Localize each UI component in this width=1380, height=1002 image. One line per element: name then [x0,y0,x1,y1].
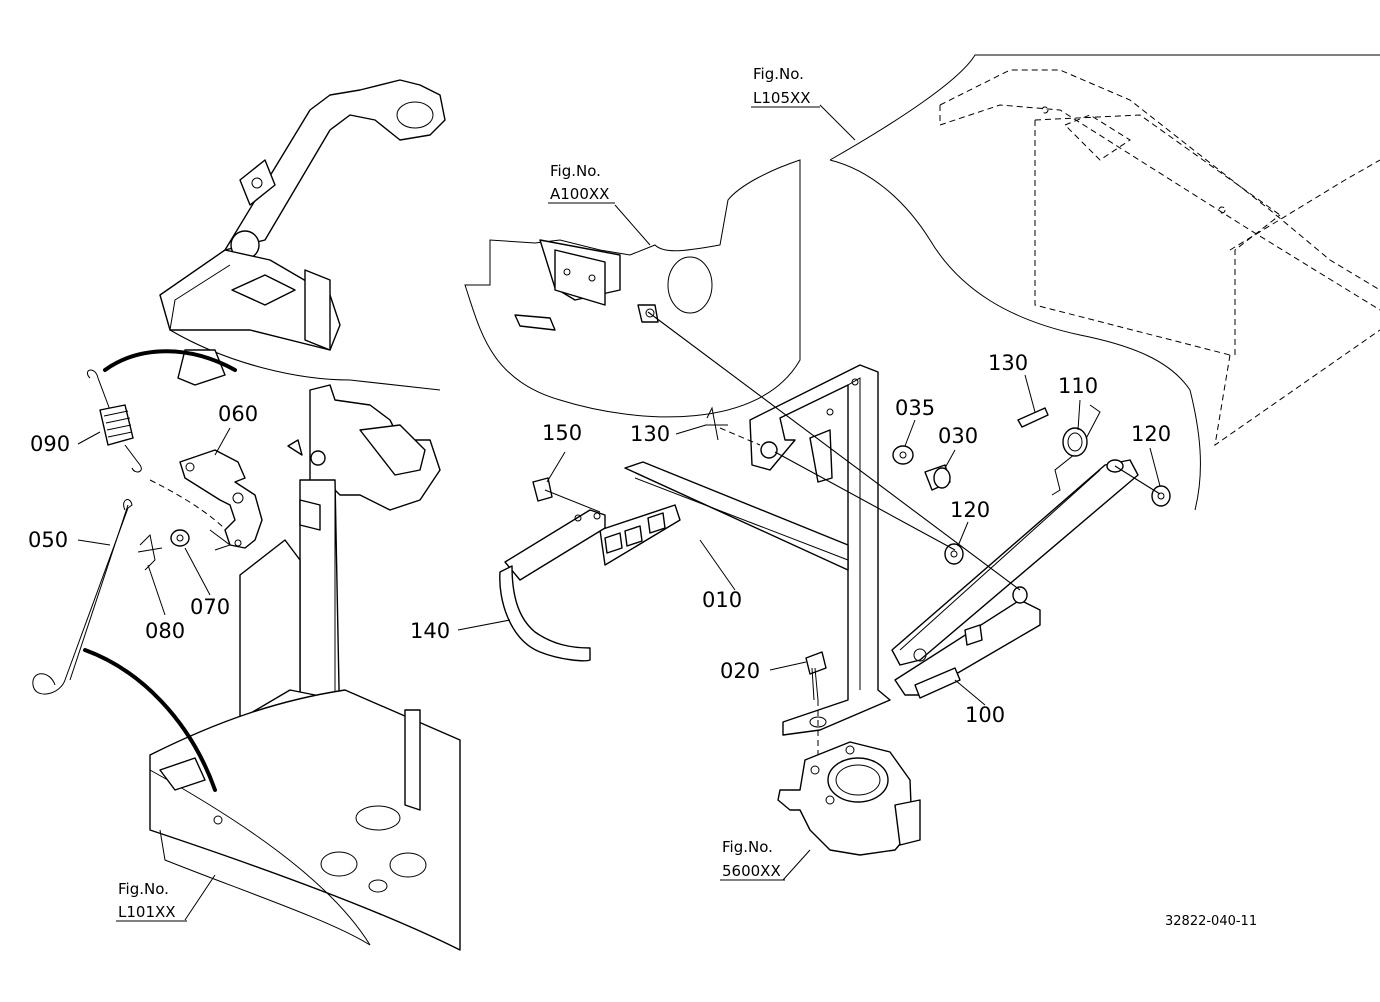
part-100-lever-arm [891,459,1139,699]
part-010-bracket [599,364,891,736]
label-050: 050 [28,528,68,552]
part-020-bolt [805,651,827,760]
label-110: 110 [1058,374,1098,398]
fig-ref-l101-line2: L101XX [118,903,176,921]
body-panel-outline [829,54,1380,511]
part-150-bolt [532,477,601,513]
fig-ref-l101-line1: Fig.No. [118,880,169,898]
fig-ref-l105-line1: Fig.No. [753,65,804,83]
part-030-bolt [924,464,951,491]
label-120-lower: 120 [950,498,990,522]
label-020: 020 [720,659,760,683]
label-100: 100 [965,703,1005,727]
label-060: 060 [218,402,258,426]
figure-ref-l105: Fig.No. L105XX [751,65,820,108]
left-frame-structure [149,79,461,951]
part-120-washer-lower [944,543,964,565]
label-140: 140 [410,619,450,643]
figure-ref-5600: Fig.No. 5600XX [720,838,785,881]
label-080: 080 [145,619,185,643]
fig-ref-a100-line1: Fig.No. [550,162,601,180]
label-090: 090 [30,432,70,456]
label-010: 010 [702,588,742,612]
leader-lines [77,104,1161,921]
fig-ref-l105-line2: L105XX [753,89,811,107]
part-070-washer [170,529,190,547]
fig-ref-5600-line1: Fig.No. [722,838,773,856]
fig-ref-5600-line2: 5600XX [722,862,781,880]
part-080-clip [137,533,163,571]
label-150: 150 [542,421,582,445]
label-030: 030 [938,424,978,448]
part-130-clip-left [705,406,761,446]
alignment-lines [647,311,1161,591]
part-130-clip-right [1017,407,1049,428]
part-110-spring [1051,404,1101,496]
frame-panel-a100 [464,159,801,418]
drawing-code: 32822-040-11 [1165,914,1257,929]
part-050-rod [32,499,133,695]
fig-ref-a100-line2: A100XX [550,185,609,203]
label-130-right: 130 [988,351,1028,375]
part-140-rod [499,509,606,662]
figure-ref-l101: Fig.No. L101XX [116,880,187,922]
label-120-upper: 120 [1131,422,1171,446]
part-035-washer [892,445,914,465]
part-060-lever [179,449,263,549]
label-035: 035 [895,396,935,420]
part-labels: 090 060 050 080 070 150 130 035 030 130 … [28,351,1171,727]
label-130-left: 130 [630,422,670,446]
label-070: 070 [190,595,230,619]
figure-ref-a100: Fig.No. A100XX [548,162,615,204]
housing-5600 [777,741,921,856]
part-090-spring [86,369,142,473]
part-120-washer-upper [1151,485,1171,507]
